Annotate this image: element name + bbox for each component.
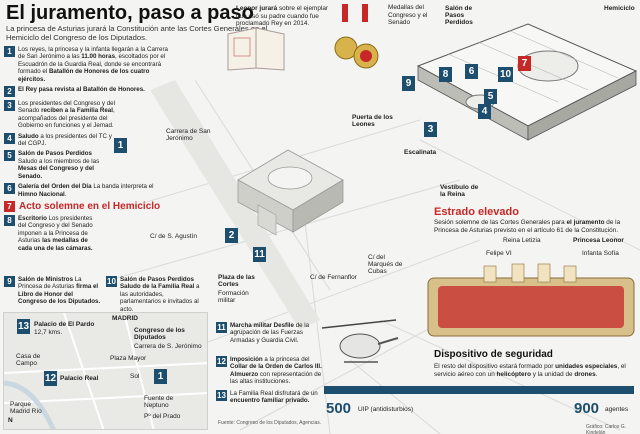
inset-marker-12: 12 [44, 371, 57, 386]
lead-text: La princesa de Asturias jurará la Consti… [6, 24, 268, 43]
label-salon-pasos: Salón de Pasos Perdidos [445, 5, 473, 26]
inset-congreso: Congreso de los Diputados [134, 327, 185, 341]
inset-marker-1: 1 [154, 369, 167, 384]
security-title: Dispositivo de seguridad [434, 349, 553, 360]
label-escalinata: Escalinata [404, 149, 437, 156]
security-bar [324, 386, 634, 394]
inset-fuente: Fuente de Neptuno [144, 395, 174, 409]
uip-label: UIP (antidisturbios) [358, 406, 414, 413]
inset-palacio: Palacio Real [60, 375, 99, 382]
label-puerta-leones: Puerta de los Leones [352, 114, 393, 128]
constitution-book-illustration [227, 27, 285, 71]
inset-carrera: Carrera de S. Jerónimo [134, 343, 202, 350]
label-formacion: Formación militar [218, 290, 249, 304]
inset-parque: Parque Madrid Río [10, 401, 42, 415]
marker-11: 11 [253, 247, 266, 262]
person-sofia: Infanta Sofía [582, 250, 619, 257]
marker-7: 7 [518, 56, 531, 71]
person-leonor: Princesa Leonor [573, 237, 624, 244]
north-arrow-icon: N [8, 417, 13, 424]
floor-plan-illustration [416, 23, 638, 141]
source-note: Fuente: Congreso de los Diputados, Agenc… [218, 420, 322, 426]
label-vestibulo: Vestíbulo de la Reina [440, 184, 479, 198]
medals-label: Medallas del Congreso y el Senado [388, 4, 428, 27]
marker-6: 6 [465, 64, 478, 79]
marker-1: 1 [114, 138, 127, 153]
label-carrera: Carrera de San Jerónimo [166, 128, 211, 142]
marker-10: 10 [498, 67, 513, 82]
page-title: El juramento, paso a paso [6, 2, 254, 24]
estrado-title: Estrado elevado [434, 206, 519, 218]
marker-8: 8 [439, 67, 452, 82]
inset-madrid: MADRID [112, 315, 138, 322]
label-agustin: C/ de S. Agustín [150, 233, 197, 240]
agents-count: 900 [574, 400, 600, 417]
agents-label: agentes [605, 406, 629, 413]
congress-building-illustration [237, 149, 344, 236]
marker-4: 4 [478, 104, 491, 119]
label-plaza-cortes: Plaza de las Cortes [218, 274, 255, 288]
inset-madrid-map: 13 Palacio de El Pardo 12,7 kms. MADRID … [3, 312, 208, 430]
marker-9: 9 [402, 76, 415, 91]
label-fernanflor: C/ de Fernanflor [310, 274, 357, 281]
inset-marker-13: 13 [17, 319, 30, 334]
uip-count: 500 [326, 400, 352, 417]
inset-sol: Sol [130, 373, 140, 380]
credit-note: Gráfico: Carlos G. Kindelán [586, 424, 627, 434]
person-felipe: Felipe VI [486, 250, 512, 257]
person-letizia: Reina Letizia [503, 237, 541, 244]
inset-pardo: Palacio de El Pardo [34, 321, 95, 328]
estrado-illustration [427, 263, 635, 337]
medals-illustration [334, 4, 379, 69]
helicopter-illustration [321, 319, 399, 363]
inset-pardo-dist: 12,7 kms. [34, 329, 63, 336]
label-hemiciclo: Hemiciclo [604, 5, 635, 12]
label-marques: C/ del Marqués de Cubas [368, 254, 403, 275]
leonor-note: Leonor jurará sobre el ejemplar que usó … [236, 5, 328, 28]
estrado-text: Sesión solemne de las Cortes Generales p… [434, 219, 621, 234]
inset-casa-campo: Casa de Campo [16, 353, 41, 367]
inset-plaza-mayor: Plaza Mayor [110, 355, 147, 362]
marker-3: 3 [424, 122, 437, 137]
marker-5: 5 [484, 89, 497, 104]
marker-2: 2 [225, 228, 238, 243]
inset-prado: Pº del Prado [144, 413, 181, 420]
security-text: El resto del dispositivo estará formado … [434, 363, 626, 378]
